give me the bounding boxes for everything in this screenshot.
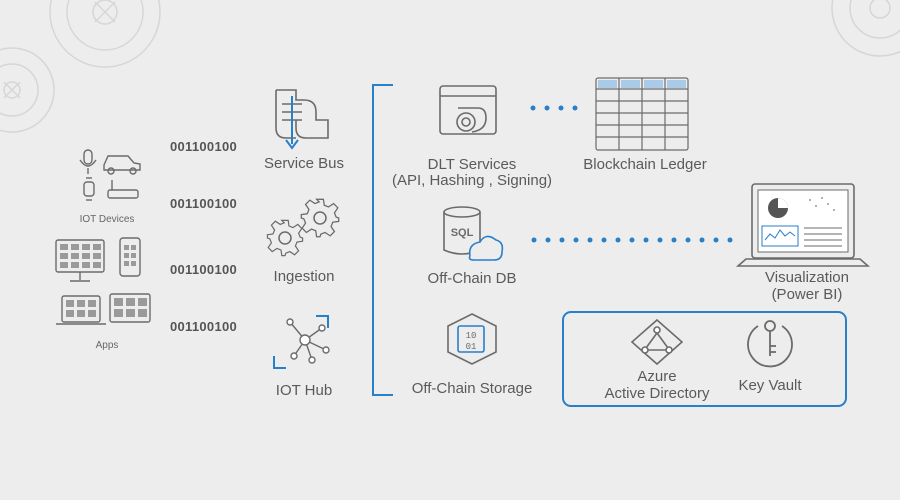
security-group-box	[562, 311, 847, 407]
connector-dot	[573, 237, 579, 243]
connector-dot	[531, 237, 537, 243]
power-bi-laptop-icon	[735, 183, 871, 267]
iot-hub-icon	[273, 315, 330, 369]
off-chain-storage-icon	[447, 313, 497, 365]
connector-dot	[671, 237, 677, 243]
apps-label: Apps	[95, 340, 119, 351]
ingestion-label: Ingestion	[273, 268, 335, 285]
connector-dot	[601, 237, 607, 243]
ingestion-gears-icon	[266, 198, 340, 257]
connector-dot	[657, 237, 663, 243]
bitstream-4: 001100100	[170, 319, 238, 334]
key-vault-icon	[747, 320, 793, 368]
db-to-visualization-connector	[531, 237, 733, 243]
visualization-sublabel: (Power BI)	[771, 286, 843, 303]
connector-dot	[643, 237, 649, 243]
connector-dot	[545, 237, 551, 243]
sql-database-icon	[443, 206, 504, 261]
sql-icon-label: SQL	[451, 227, 474, 239]
azure-ad-sublabel: Active Directory	[604, 385, 710, 402]
connector-dot	[629, 237, 635, 243]
connector-dot	[713, 237, 719, 243]
dlt-services-sublabel: (API, Hashing , Signing)	[391, 172, 553, 189]
visualization-label: Visualization	[765, 269, 849, 286]
off-chain-storage-label: Off-Chain Storage	[411, 380, 533, 397]
blockchain-ledger-icon	[595, 77, 689, 151]
dlt-to-ledger-connector	[530, 105, 578, 111]
azure-ad-label: Azure	[637, 368, 677, 385]
bitstream-3: 001100100	[170, 262, 238, 277]
service-bus-icon	[275, 89, 329, 150]
key-vault-label: Key Vault	[738, 377, 802, 394]
iot-hub-label: IOT Hub	[275, 382, 333, 399]
connector-dot	[699, 237, 705, 243]
background-gear-icon	[0, 0, 900, 133]
connector-dot	[587, 237, 593, 243]
bitstream-1: 001100100	[170, 139, 238, 154]
connector-dot	[615, 237, 621, 243]
connector-dot	[727, 237, 733, 243]
azure-active-directory-icon	[630, 318, 684, 366]
services-bracket	[372, 84, 393, 396]
bitstream-2: 001100100	[170, 196, 238, 211]
storage-icon-bits-2: 01	[466, 342, 477, 352]
iot-devices-icon	[79, 149, 141, 201]
off-chain-db-label: Off-Chain DB	[427, 270, 517, 287]
connector-dot	[559, 237, 565, 243]
connector-dot	[685, 237, 691, 243]
iot-devices-label: IOT Devices	[79, 214, 135, 225]
blockchain-ledger-label: Blockchain Ledger	[583, 156, 707, 173]
storage-icon-bits-1: 10	[466, 331, 477, 341]
apps-icon	[55, 237, 151, 325]
service-bus-label: Service Bus	[263, 155, 345, 172]
dlt-services-label: DLT Services	[427, 156, 517, 173]
dlt-services-icon	[439, 85, 497, 135]
